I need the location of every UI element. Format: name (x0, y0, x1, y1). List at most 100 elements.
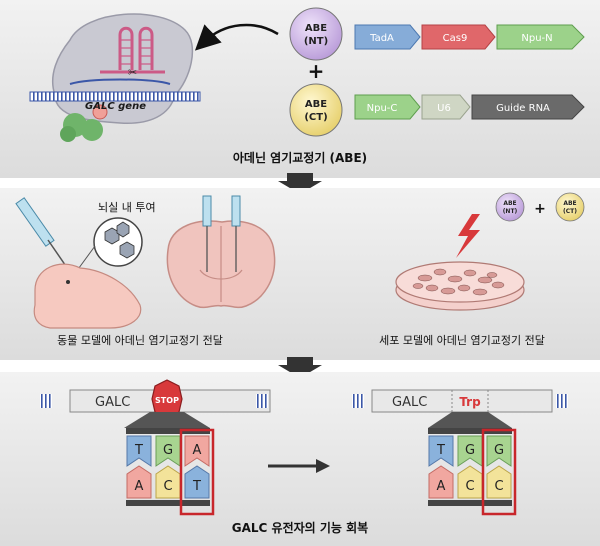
down-arrow-icon (278, 173, 322, 194)
npu-c-arrow (354, 94, 421, 120)
left-gene-construct: GALC STOP (40, 379, 271, 428)
abe-ct-line1: ABE (305, 99, 327, 110)
npu-c-label: Npu-C (367, 103, 398, 114)
small-abe-ct-line2: (CT) (563, 208, 577, 215)
small-abe-nt-sphere (495, 192, 525, 222)
left-bottom-base-3-label: T (192, 479, 201, 494)
dna-bubble-top (69, 78, 171, 85)
construct-row-ct: Npu-C U6 Guide RNA (354, 94, 585, 120)
abe-nt-line1: ABE (305, 23, 327, 34)
guide-rna-arrow (471, 94, 585, 120)
cell-cluster (412, 268, 505, 296)
left-zoom-funnel (124, 412, 210, 428)
right-top-base-3-label: G (494, 443, 504, 458)
left-bottom-base-2 (155, 465, 181, 499)
scissors-icon: ✂ (128, 66, 137, 79)
down-arrow-icon-2 (278, 357, 322, 378)
left-top-base-2-label: G (163, 443, 173, 458)
right-gene-name: GALC (392, 395, 427, 410)
left-bottom-base-2-label: C (163, 479, 172, 494)
syringe-icon (15, 197, 71, 273)
cell-model-caption: 세포 모델에 아데닌 염기교정기 전달 (379, 334, 545, 347)
abe-nt-sphere (289, 7, 343, 61)
left-dna-end-1 (40, 394, 52, 408)
transition-arrow-head (316, 459, 330, 473)
section-delivery: 뇌실 내 투여 동물 모델에 아데닌 염기교정기 전달 (0, 188, 600, 360)
brain-injection-needles (202, 195, 241, 272)
u6-label: U6 (437, 103, 451, 114)
right-bottom-base-1-label: A (437, 479, 446, 494)
left-top-base-3-label: A (193, 443, 202, 458)
stop-sign-label: STOP (155, 396, 179, 405)
right-base-pairs: T G G A C C (428, 428, 517, 516)
construct-row-nt: TadA Cas9 Npu-N (354, 24, 585, 50)
abe-plus-sign: + (308, 59, 325, 83)
right-gene-construct: GALC Trp (352, 389, 568, 428)
trp-label: Trp (459, 395, 481, 409)
deaminase-protein-illustration (60, 113, 103, 142)
right-top-base-1-label: T (436, 443, 445, 458)
galc-gene-label: GALC gene (85, 101, 146, 112)
guide-rna-hairpin-2 (138, 26, 154, 70)
section-restoration: GALC STOP T G A A C T (0, 372, 600, 546)
nanoparticle-magnifier (75, 217, 143, 273)
right-top-base-2-label: G (465, 443, 475, 458)
left-bottom-base-1 (126, 465, 152, 499)
right-highlight-box (481, 428, 517, 516)
right-bottom-base-3-label: C (494, 479, 503, 494)
abe-nt-line2: (NT) (304, 36, 328, 47)
small-plus-sign: + (534, 201, 546, 217)
abe-ct-line2: (CT) (304, 112, 327, 123)
left-top-base-3 (184, 435, 210, 467)
right-top-base-1 (428, 435, 454, 467)
cas9-arrow (421, 24, 496, 50)
npu-n-arrow (496, 24, 585, 50)
left-top-base-1 (126, 435, 152, 467)
right-top-base-2 (457, 435, 483, 467)
mouse-eye (66, 280, 70, 284)
animal-model-caption: 동물 모델에 아데닌 염기교정기 전달 (57, 334, 223, 347)
section1-caption: 아데닌 염기교정기 (ABE) (233, 150, 367, 165)
left-top-base-1-label: T (134, 443, 143, 458)
left-highlight-box (179, 428, 215, 516)
section3-caption: GALC 유전자의 기능 회복 (232, 520, 368, 535)
left-bottom-base-3 (184, 465, 210, 499)
left-gene-name: GALC (95, 395, 130, 410)
guide-rna-hairpin-1 (118, 26, 134, 70)
right-dna-end-1 (352, 394, 364, 408)
right-zoom-funnel (428, 412, 512, 428)
petri-dish-illustration (395, 261, 525, 311)
lightning-icon (456, 214, 480, 258)
tada-arrow (354, 24, 421, 50)
left-dna-end-2 (256, 394, 268, 408)
small-abe-nt-line1: ABE (503, 200, 516, 207)
injection-label: 뇌실 내 투여 (98, 201, 156, 214)
cas9-complex-illustration: ✂ GALC gene (29, 13, 201, 142)
brain-section-illustration (166, 220, 276, 309)
curved-arrow-icon (194, 23, 279, 51)
left-bottom-base-1-label: A (135, 479, 144, 494)
target-base-marker (92, 104, 108, 120)
right-dna-end-2 (556, 394, 568, 408)
right-bottom-base-2-label: C (465, 479, 474, 494)
target-dna-strand (29, 91, 201, 102)
u6-arrow (421, 94, 471, 120)
small-abe-ct-line1: ABE (563, 200, 576, 207)
section-abe: ✂ GALC gene ABE (NT) + ABE (CT) TadA (0, 0, 600, 178)
small-abe-nt-line2: (NT) (503, 208, 518, 215)
right-bottom-base-2 (457, 465, 483, 499)
left-base-pairs: T G A A C T (126, 428, 215, 516)
right-bottom-base-1 (428, 465, 454, 499)
mouse-illustration (33, 263, 142, 329)
right-top-base-3 (486, 435, 512, 467)
cas9-label: Cas9 (443, 33, 468, 44)
guide-rna-label: Guide RNA (496, 103, 550, 114)
tada-label: TadA (369, 33, 394, 44)
guide-rna-rungs (120, 39, 152, 65)
left-top-base-2 (155, 435, 181, 467)
npu-n-label: Npu-N (521, 33, 552, 44)
right-bottom-base-3 (486, 465, 512, 499)
small-abe-ct-sphere (555, 192, 585, 222)
